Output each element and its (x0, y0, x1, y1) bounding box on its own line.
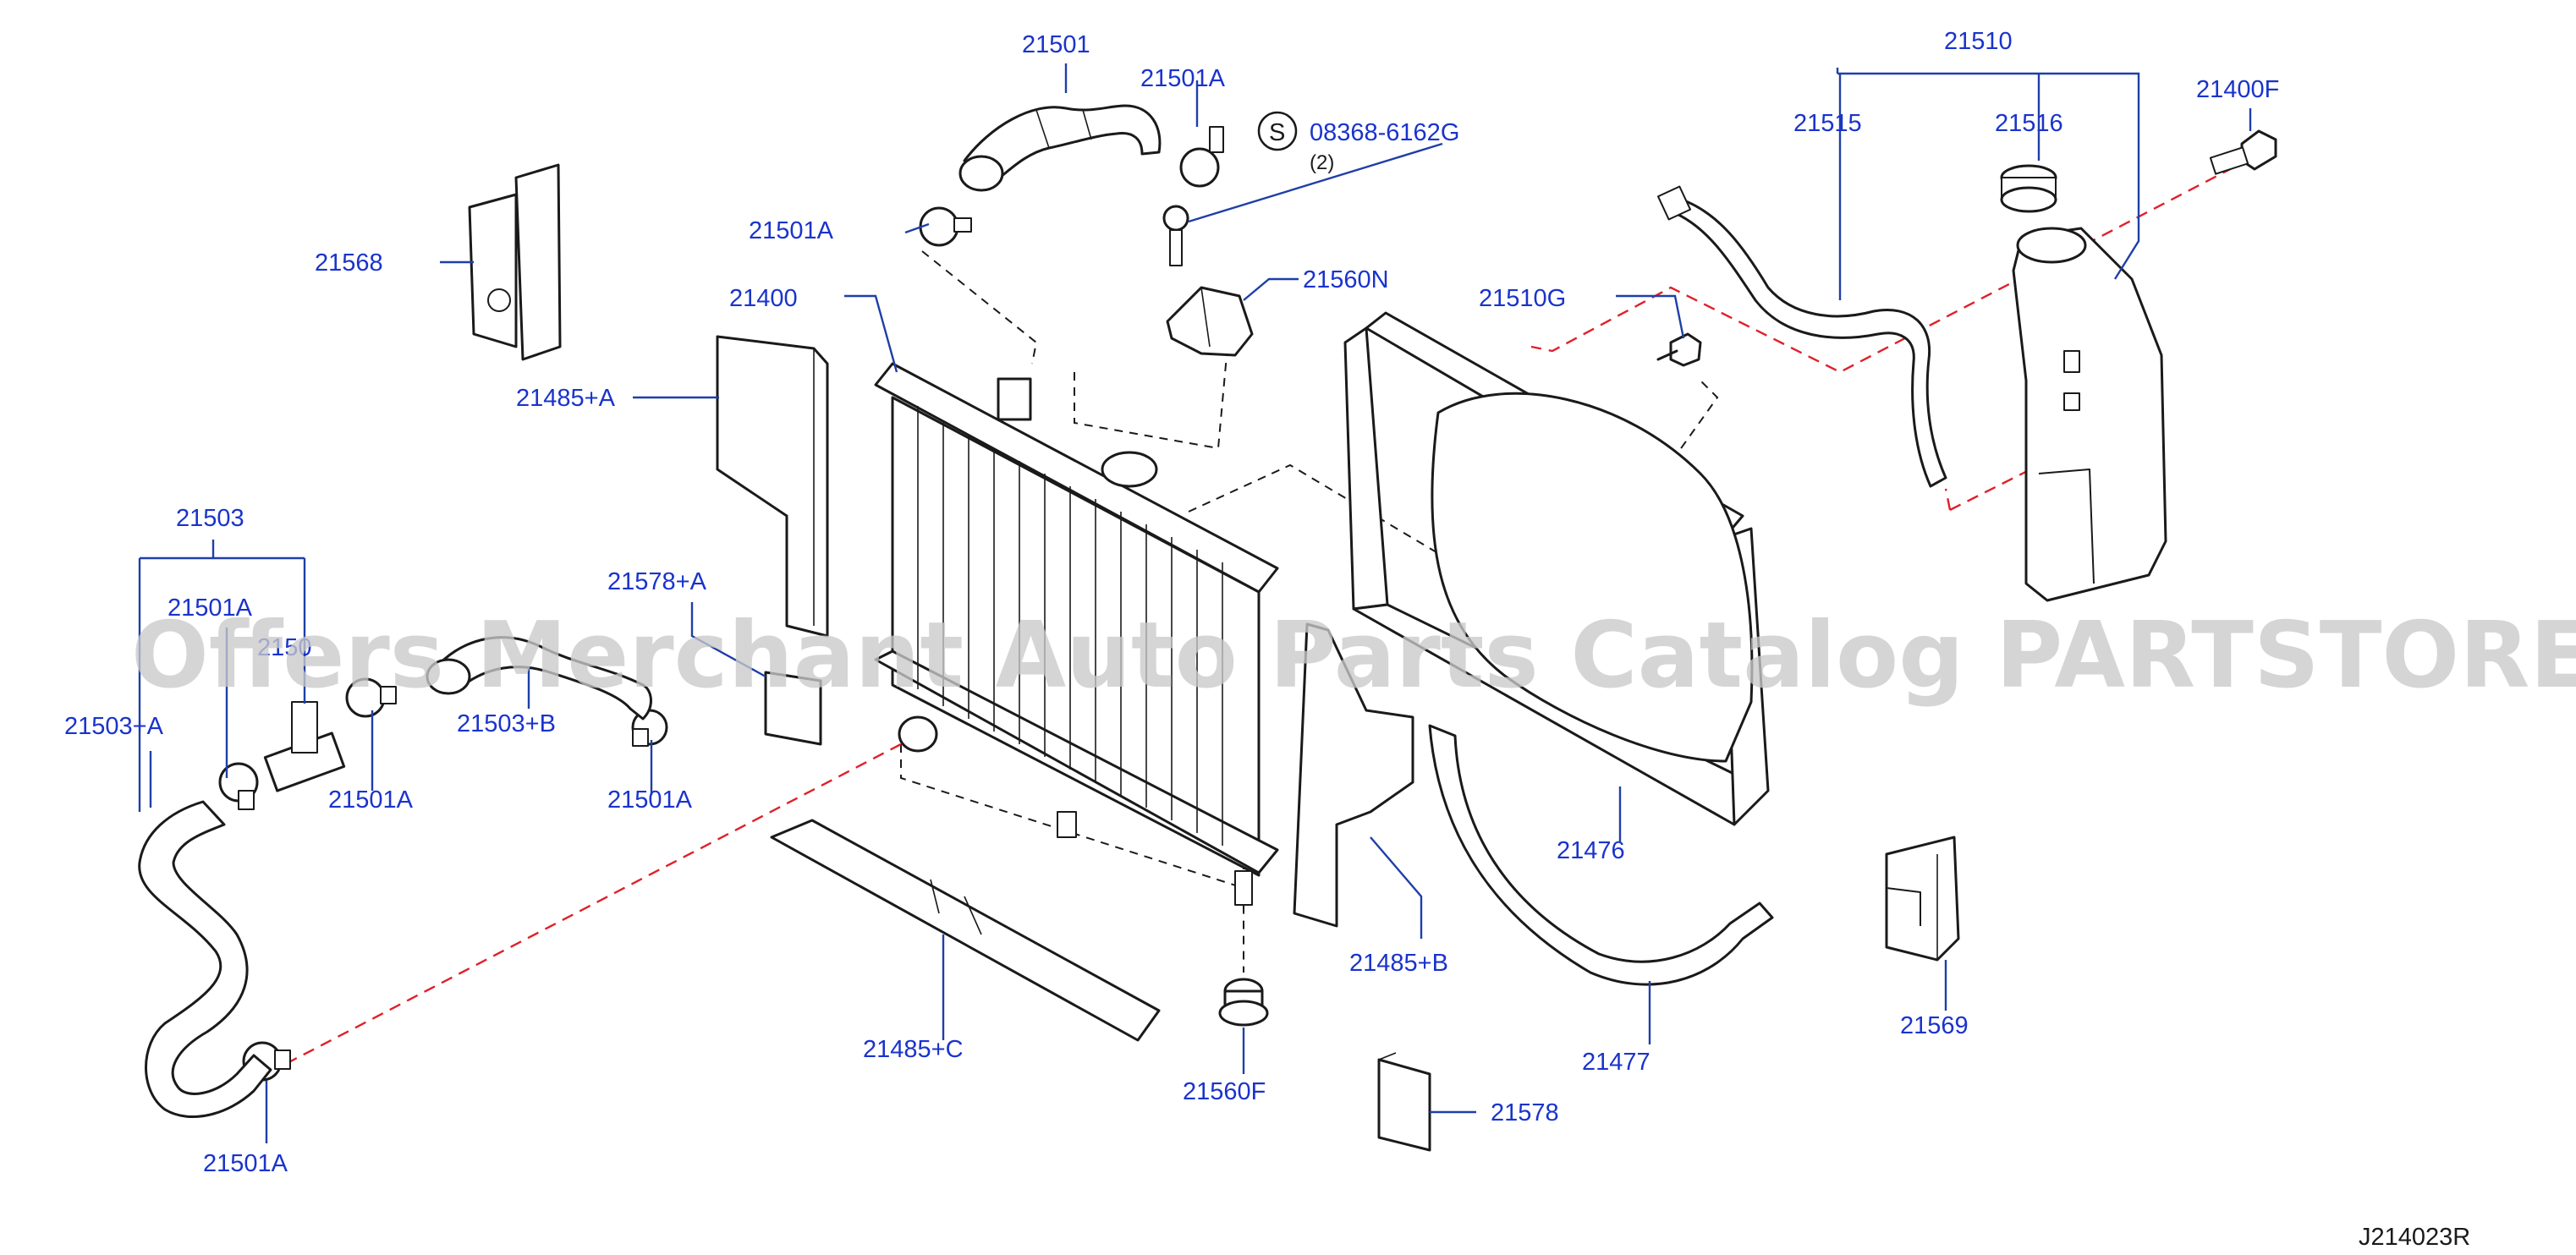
label-21510g[interactable]: 21510G (1479, 285, 1566, 312)
label-21560f[interactable]: 21560F (1183, 1078, 1266, 1105)
screw-symbol: S (1269, 119, 1285, 146)
grommet-21560f (1218, 978, 1269, 1027)
label-21503a[interactable]: 21503+A (64, 713, 164, 740)
reservoir-cap-21516 (2000, 164, 2057, 213)
fan-shroud-21476 (1343, 311, 1770, 826)
reservoir-tank-21510 (2012, 227, 2167, 602)
reservoir-hose-21515 (1656, 185, 1947, 488)
label-21516[interactable]: 21516 (1995, 110, 2063, 137)
label-21569[interactable]: 21569 (1900, 1012, 1969, 1039)
part-labels: 21501 21501A S 08368-6162G (2) 21501A 21… (64, 28, 2279, 1177)
label-21501a-left[interactable]: 21501A (749, 217, 834, 244)
label-21501a-bottom[interactable]: 21501A (203, 1150, 288, 1177)
screw-symbol-circle (1257, 111, 1298, 151)
label-08368-6162g[interactable]: 08368-6162G (1310, 119, 1459, 146)
label-21477[interactable]: 21477 (1582, 1049, 1651, 1076)
leader-lines (138, 63, 2252, 1143)
screw-08368 (1162, 205, 1189, 266)
label-21400f[interactable]: 21400F (2196, 76, 2279, 103)
label-21515[interactable]: 21515 (1793, 110, 1862, 137)
hose-21503a (138, 800, 272, 1119)
pad-21578 (1377, 1052, 1431, 1152)
label-21501a-top[interactable]: 21501A (1140, 65, 1226, 92)
label-21400[interactable]: 21400 (729, 285, 798, 312)
label-21568[interactable]: 21568 (315, 249, 383, 277)
pad-21578a (764, 671, 822, 746)
bracket-21569 (1885, 836, 1960, 962)
screw-quantity: (2) (1310, 151, 1334, 174)
label-21485c[interactable]: 21485+C (863, 1036, 964, 1063)
label-21485b[interactable]: 21485+B (1349, 950, 1448, 977)
bolt-21510g (1656, 332, 1702, 367)
radiator-core-fins (917, 406, 1223, 846)
mount-bracket-21560n (1166, 286, 1254, 357)
label-21578a[interactable]: 21578+A (607, 568, 707, 595)
label-21501a-mid2[interactable]: 21501A (607, 786, 693, 814)
label-21485a[interactable]: 21485+A (516, 385, 616, 412)
label-21560n[interactable]: 21560N (1303, 266, 1389, 293)
lower-hose-21477 (1428, 724, 1774, 986)
air-guide-21485a (716, 335, 829, 638)
label-21503b[interactable]: 21503+B (457, 710, 556, 737)
hose-21503b (426, 636, 652, 721)
hose-joint-21503 (263, 701, 346, 792)
label-21578[interactable]: 21578 (1491, 1099, 1559, 1126)
lower-air-guide-21485c (770, 819, 1161, 1042)
label-21510[interactable]: 21510 (1944, 28, 2013, 55)
label-2150-partial[interactable]: 2150 (257, 634, 312, 661)
diagram-code: J214023R (2359, 1224, 2470, 1251)
watermark-text: Offers Merchant Auto Parts Catalog PARTS… (131, 603, 2576, 709)
side-air-guide-21485b (1293, 622, 1414, 928)
upper-hose-21501 (958, 104, 1162, 192)
label-21501a-group[interactable]: 21501A (168, 595, 253, 622)
bolt-21400f (2209, 129, 2277, 175)
radiator-21400 (874, 362, 1279, 906)
label-21476[interactable]: 21476 (1557, 837, 1625, 864)
label-21503[interactable]: 21503 (176, 505, 244, 532)
label-21501a-mid[interactable]: 21501A (328, 786, 414, 814)
bracket-21568 (468, 163, 562, 361)
label-21501[interactable]: 21501 (1022, 31, 1090, 58)
